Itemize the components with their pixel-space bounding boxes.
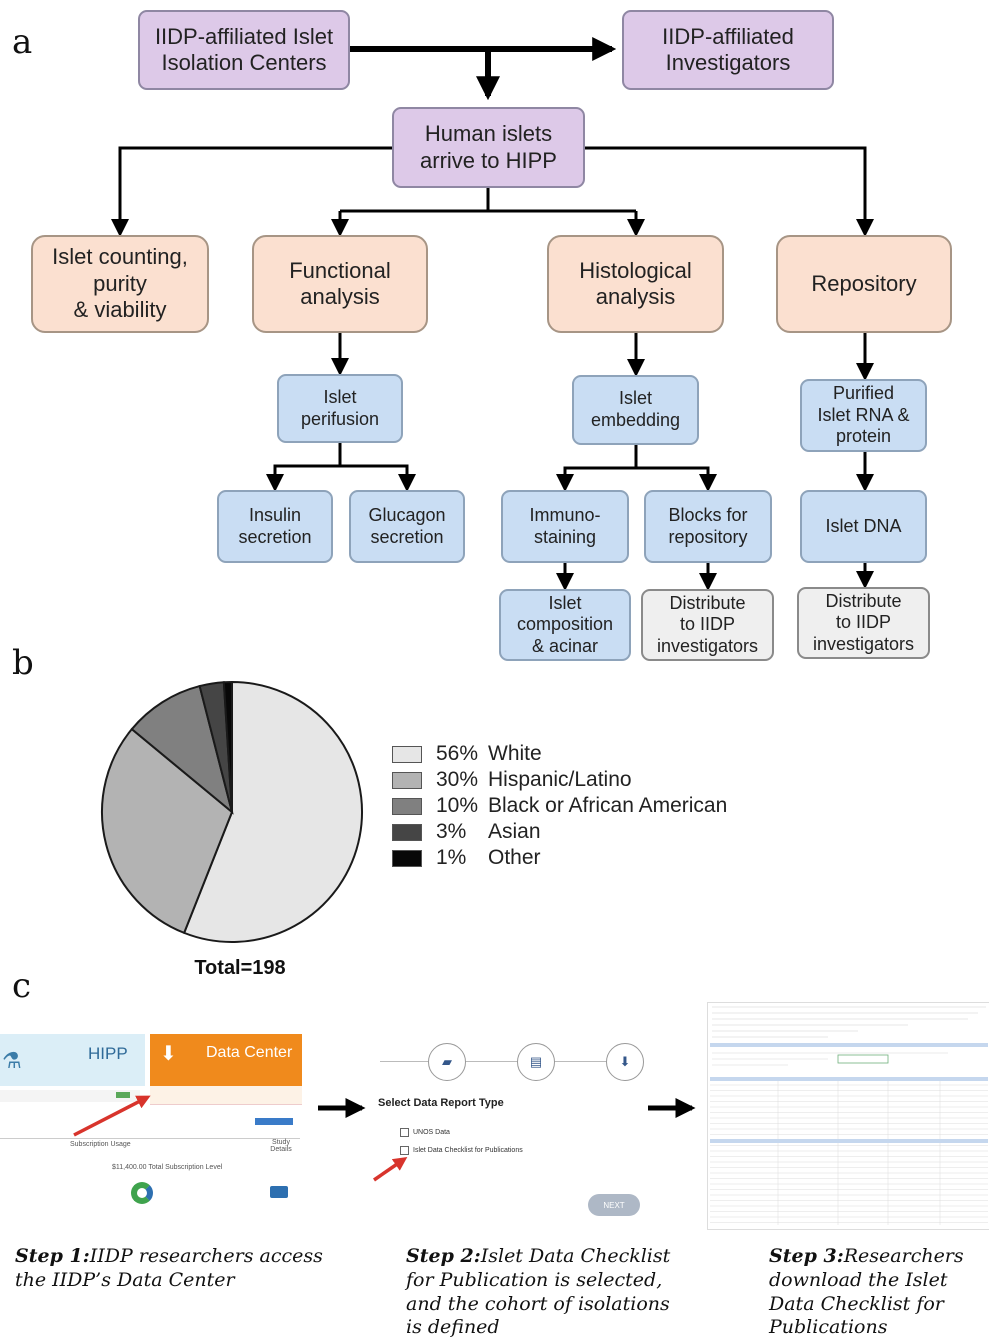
- legend-label: Black or African American: [488, 794, 728, 817]
- legend-item: 10% Black or African American: [392, 793, 752, 819]
- step3-text: Researchers download the Islet Data Chec…: [769, 1245, 964, 1339]
- legend-percent: 10%: [436, 794, 479, 817]
- legend-percent: 1%: [436, 846, 467, 869]
- node-histological: Histological analysis: [547, 235, 724, 333]
- node-perifusion: Islet perifusion: [277, 374, 403, 443]
- wizard-track: [380, 1061, 632, 1062]
- folder-icon[interactable]: ▰: [428, 1043, 466, 1081]
- node-rna-protein: Purified Islet RNA & protein: [800, 379, 927, 452]
- legend-item: 30% Hispanic/Latino: [392, 767, 752, 793]
- step3-spreadsheet-screenshot: [707, 1002, 989, 1230]
- legend-percent: 3%: [436, 820, 467, 843]
- legend-swatch: [392, 797, 422, 815]
- node-insulin: Insulin secretion: [217, 490, 333, 563]
- checklist-checkbox[interactable]: [400, 1146, 409, 1155]
- subscription-usage-header: Subscription Usage: [70, 1141, 131, 1148]
- download-icon: ⬇: [160, 1043, 177, 1065]
- legend-label: Hispanic/Latino: [488, 768, 632, 791]
- legend-item: 1% Other: [392, 845, 752, 871]
- select-report-type-title: Select Data Report Type: [378, 1097, 504, 1109]
- connector-perifusion-branches: [273, 443, 409, 482]
- dashboard-link-row[interactable]: [0, 1090, 140, 1102]
- dashboard-link-badge: [116, 1092, 130, 1098]
- data-center-tile-label[interactable]: Data Center: [206, 1044, 293, 1061]
- connector-hipp-branches: [118, 146, 867, 228]
- node-dna: Islet DNA: [800, 490, 927, 563]
- flask-icon: ⚗: [2, 1048, 22, 1073]
- step1-screenshot: ⚗ HIPP ⬇ Data Center Subscription Usage …: [0, 1034, 305, 1224]
- download-step-icon[interactable]: ⬇: [606, 1043, 644, 1081]
- node-distribute-1: Distribute to IIDP investigators: [641, 589, 774, 661]
- unos-checkbox[interactable]: [400, 1128, 409, 1137]
- step2-caption: Step 2:Islet Data Checklist for Publicat…: [406, 1245, 686, 1340]
- panel-label-c: c: [12, 966, 32, 1006]
- node-repository: Repository: [776, 235, 952, 333]
- node-hipp: Human islets arrive to HIPP: [392, 107, 585, 188]
- legend-item: 3% Asian: [392, 819, 752, 845]
- legend-swatch: [392, 849, 422, 867]
- panel-label-b: b: [12, 643, 34, 683]
- table-divider: [0, 1138, 300, 1139]
- step3-title: Step 3:: [769, 1245, 844, 1267]
- option-unos-data[interactable]: UNOS Data: [400, 1128, 450, 1137]
- legend-label: White: [488, 742, 542, 765]
- node-functional: Functional analysis: [252, 235, 428, 333]
- pie-legend: 56% White 30% Hispanic/Latino 10% Black or Af…: [392, 741, 752, 871]
- legend-label: Asian: [488, 820, 541, 843]
- pie-total-label: Total=198: [194, 957, 286, 979]
- legend-swatch: [392, 823, 422, 841]
- study-details-button[interactable]: [270, 1186, 288, 1198]
- step3-caption: Step 3:Researchers download the Islet Da…: [769, 1245, 974, 1340]
- hipp-tile: [0, 1034, 145, 1086]
- document-icon[interactable]: ▤: [517, 1043, 555, 1081]
- step2-title: Step 2:: [406, 1245, 481, 1267]
- option-islet-checklist[interactable]: Islet Data Checklist for Publications: [400, 1146, 523, 1155]
- legend-percent: 30%: [436, 768, 479, 791]
- step2-text: Islet Data Checklist for Publication is …: [406, 1245, 671, 1339]
- node-blocks: Blocks for repository: [644, 490, 772, 563]
- step1-text: IIDP researchers access the IIDP’s Data …: [15, 1245, 323, 1291]
- next-button[interactable]: NEXT: [588, 1194, 640, 1216]
- legend-swatch: [392, 745, 422, 763]
- connector-embedding-branches: [563, 445, 710, 482]
- unos-label: UNOS Data: [413, 1129, 450, 1136]
- legend-label: Other: [488, 846, 541, 869]
- node-isolation-centers: IIDP-affiliated Islet Isolation Centers: [138, 10, 350, 90]
- step1-caption: Step 1:IIDP researchers access the IIDP’…: [15, 1245, 325, 1293]
- panel-label-a: a: [12, 22, 33, 62]
- node-composition: Islet composition & acinar: [499, 589, 631, 661]
- data-center-link-row[interactable]: [150, 1086, 302, 1105]
- legend-swatch: [392, 771, 422, 789]
- legend-percent: 56%: [436, 742, 479, 765]
- node-immunostaining: Immuno- staining: [501, 490, 629, 563]
- usage-donut: [131, 1182, 153, 1204]
- step1-title: Step 1:: [15, 1245, 90, 1267]
- subscription-total: $11,400.00 Total Subscription Level: [112, 1164, 223, 1171]
- add-new-button[interactable]: [255, 1118, 293, 1125]
- checklist-label: Islet Data Checklist for Publications: [413, 1147, 523, 1154]
- node-counting: Islet counting, purity & viability: [31, 235, 209, 333]
- data-center-tile[interactable]: [150, 1034, 302, 1086]
- node-investigators: IIDP-affiliated Investigators: [622, 10, 834, 90]
- step2-screenshot: ▰ ▤ ⬇: [372, 1040, 648, 1225]
- node-embedding: Islet embedding: [572, 375, 699, 445]
- node-distribute-2: Distribute to IIDP investigators: [797, 587, 930, 659]
- hipp-tile-label: HIPP: [88, 1044, 128, 1063]
- spreadsheet-preview: [710, 1006, 988, 1225]
- study-details-header: Study Details: [270, 1139, 292, 1153]
- legend-item: 56% White: [392, 741, 752, 767]
- step1-pointer-arrow: [73, 1095, 151, 1137]
- node-glucagon: Glucagon secretion: [349, 490, 465, 563]
